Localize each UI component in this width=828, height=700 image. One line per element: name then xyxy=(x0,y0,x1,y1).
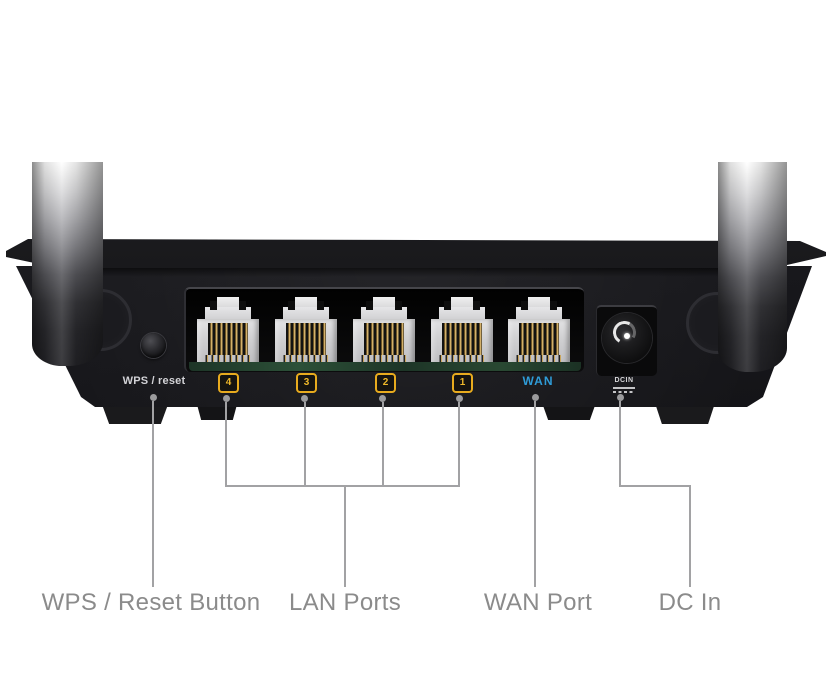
callout-dot-lan3 xyxy=(301,395,308,402)
latch-slot xyxy=(366,301,373,310)
pcb-edge xyxy=(189,362,581,371)
rj45-pin-legs xyxy=(282,355,330,366)
callout-line-dc xyxy=(619,401,621,486)
rj45-pin-legs xyxy=(204,355,252,366)
callout-line-wan xyxy=(534,401,536,587)
wan-port xyxy=(508,297,570,366)
callout-line-lan2 xyxy=(382,402,384,486)
callout-dot-lan4 xyxy=(223,395,230,402)
callout-connector-lan xyxy=(225,485,460,487)
lan-badge-4: 4 xyxy=(218,373,239,393)
callout-label-dc-in: DC In xyxy=(658,589,722,616)
lan-port-3 xyxy=(275,297,337,366)
dcin-panel-label: DCIN xyxy=(614,377,634,384)
callout-dot-wan xyxy=(532,394,539,401)
dc-in-recess xyxy=(596,305,657,376)
latch-slot xyxy=(473,301,480,310)
lan-badge-2: 2 xyxy=(375,373,396,393)
callout-stem-lan xyxy=(344,487,346,587)
latch-slot xyxy=(444,301,451,310)
lan-badge-1: 1 xyxy=(452,373,473,393)
wps-reset-panel-label: WPS / reset xyxy=(122,375,186,387)
dc-jack-pin xyxy=(624,333,630,339)
latch-slot xyxy=(288,301,295,310)
lan-port-4 xyxy=(197,297,259,366)
lan-badge-3: 3 xyxy=(296,373,317,393)
rj45-pin-legs xyxy=(360,355,408,366)
latch-slot xyxy=(210,301,217,310)
lan-port-1 xyxy=(431,297,493,366)
rj45-pin-legs xyxy=(438,355,486,366)
latch-slot xyxy=(239,301,246,310)
callout-label-wps-reset: WPS / Reset Button xyxy=(41,589,261,616)
latch-slot xyxy=(395,301,402,310)
dc-voltage-symbol xyxy=(613,387,635,393)
callout-dot-wps xyxy=(150,394,157,401)
callout-line-lan1 xyxy=(458,402,460,486)
callout-line-wps xyxy=(152,401,154,587)
wps-reset-button xyxy=(141,333,166,358)
top-plate-shadow xyxy=(56,268,776,277)
rj45-pin-legs xyxy=(515,355,563,366)
rj45-pins xyxy=(442,323,482,355)
callout-stem-dc xyxy=(689,487,691,587)
latch-slot xyxy=(521,301,528,310)
latch-slot xyxy=(317,301,324,310)
rj45-pins xyxy=(208,323,248,355)
callout-dot-lan1 xyxy=(456,395,463,402)
latch-slot xyxy=(550,301,557,310)
callout-line-lan3 xyxy=(304,402,306,486)
rj45-pins xyxy=(364,323,404,355)
callout-label-lan-ports: LAN Ports xyxy=(288,589,402,616)
wan-panel-label: WAN xyxy=(522,374,554,388)
callout-line-lan4 xyxy=(225,402,227,486)
callout-dot-dc xyxy=(617,394,624,401)
lan-port-2 xyxy=(353,297,415,366)
rj45-pins xyxy=(286,323,326,355)
ethernet-port-panel xyxy=(184,287,584,372)
callout-dot-lan2 xyxy=(379,395,386,402)
callout-connector-dc xyxy=(619,485,691,487)
left-antenna xyxy=(32,162,103,366)
dc-power-jack xyxy=(602,313,652,363)
rj45-pins xyxy=(519,323,559,355)
callout-label-wan-port: WAN Port xyxy=(483,589,593,616)
right-antenna xyxy=(718,162,787,372)
